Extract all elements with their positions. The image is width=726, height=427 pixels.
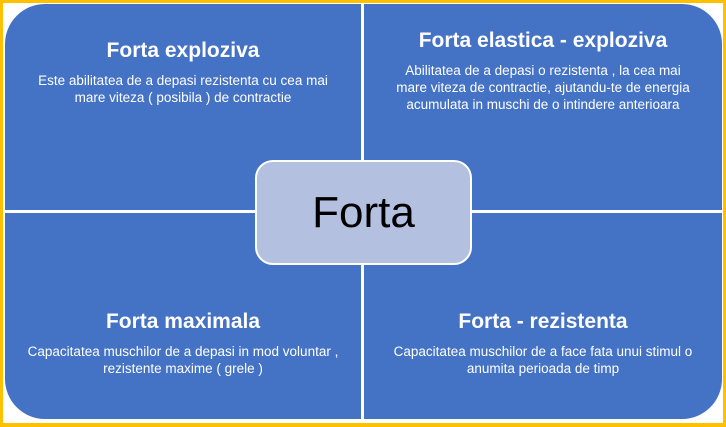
center-label: Forta: [312, 187, 415, 237]
quadrant-description: Abilitatea de a depasi o rezistenta , la…: [396, 63, 690, 112]
quadrant-description: Este abilitatea de a depasi rezistenta c…: [38, 73, 328, 105]
quadrant-title: Forta maximala: [105, 310, 261, 333]
quadrant-title: Forta exploziva: [106, 39, 260, 62]
quadrant-title: Forta - rezistenta: [458, 310, 628, 333]
quadrant-description: Capacitatea muschilor de a depasi in mod…: [27, 344, 339, 376]
quadrant-title: Forta elastica - exploziva: [418, 29, 668, 52]
center-node: Forta: [255, 160, 472, 265]
quadrant-description: Capacitatea muschilor de a face fata unu…: [393, 344, 693, 376]
